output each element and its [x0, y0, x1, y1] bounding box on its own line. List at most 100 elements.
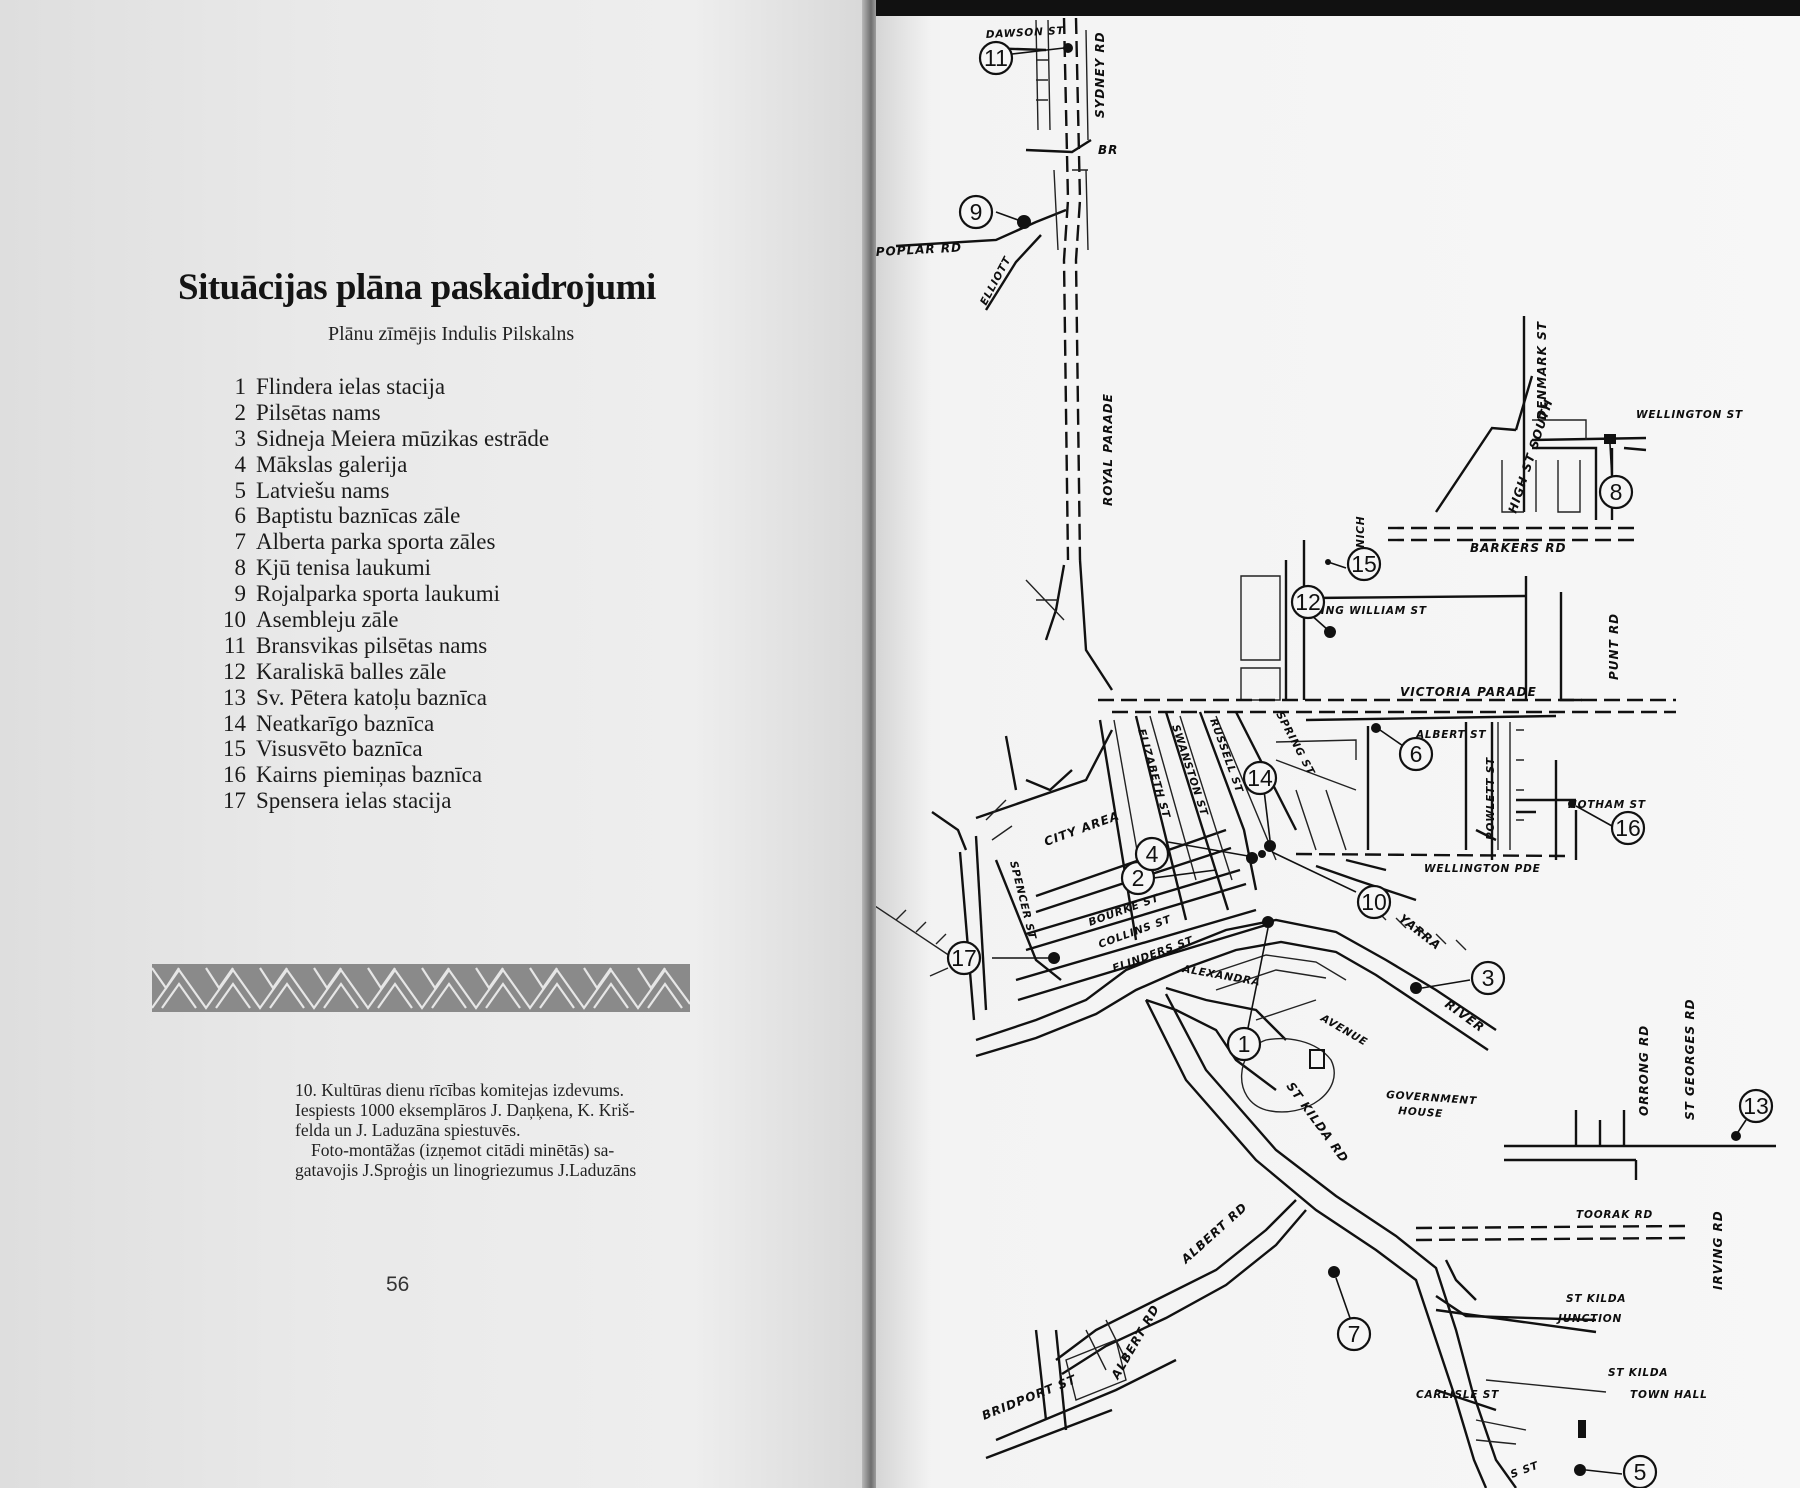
linocut-ornament: [152, 964, 690, 1012]
label-royal-parade: ROYAL PARADE: [1101, 393, 1115, 506]
marker-3: 3: [1470, 960, 1506, 996]
svg-text:4: 4: [1146, 841, 1159, 867]
label-orrong-rd: ORRONG RD: [1637, 1025, 1651, 1116]
marker-16: 16: [1610, 810, 1646, 846]
colophon-line: felda un J. Laduzāna spiestuvēs.: [295, 1120, 521, 1140]
railway-spencer: [876, 905, 957, 977]
label-poplar-rd: POPLAR RD: [876, 240, 962, 258]
left-page: Situācijas plāna paskaidrojumi Plānu zīm…: [0, 0, 866, 1488]
svg-text:9: 9: [970, 199, 983, 225]
svg-text:17: 17: [951, 945, 977, 971]
label-irving-rd: IRVING RD: [1711, 1210, 1725, 1290]
label-nicholson: NICH: [1355, 516, 1367, 548]
svg-text:3: 3: [1482, 965, 1495, 991]
label-alexandra: ALEXANDRA: [1180, 963, 1261, 989]
label-carlisle-st: CARLISLE ST: [1416, 1389, 1499, 1401]
label-st-kilda-junction-2: JUNCTION: [1556, 1313, 1622, 1325]
road-albert-bridport: [985, 1199, 1307, 1460]
svg-text:10: 10: [1361, 889, 1387, 915]
marker-13: 13: [1738, 1088, 1774, 1124]
marker-11: 11: [978, 40, 1014, 76]
label-hotham-st: HOTHAM ST: [1568, 799, 1646, 811]
road-st-kilda: [1144, 993, 1517, 1488]
svg-text:16: 16: [1615, 815, 1641, 841]
label-sydney-rd: SYDNEY RD: [1093, 31, 1107, 118]
book-gutter: [862, 0, 880, 1488]
svg-text:8: 8: [1610, 479, 1623, 505]
label-wellington-pde: WELLINGTON PDE: [1424, 863, 1541, 875]
svg-text:12: 12: [1295, 589, 1321, 615]
marker-1: 1: [1226, 1026, 1262, 1062]
label-dawson-st: DAWSON ST: [986, 25, 1065, 41]
svg-text:14: 14: [1247, 765, 1273, 791]
label-powlett-st: POWLETT ST: [1485, 757, 1497, 840]
colophon-line: Foto-montāžas (izņemot citādi minētās) s…: [311, 1140, 615, 1160]
label-swanston-st: SWANSTON ST: [1169, 723, 1210, 817]
colophon-line: 10. Kultūras dienu rīcības komitejas izd…: [295, 1080, 625, 1100]
page-top-shadow: [876, 0, 1800, 16]
marker-12: 12: [1290, 584, 1326, 620]
label-br: BR: [1098, 143, 1118, 157]
label-albert-rd-upper: ALBERT RD: [1178, 1200, 1250, 1267]
marker-4: 4: [1134, 836, 1170, 872]
svg-text:2: 2: [1132, 865, 1145, 891]
label-wellington-st: WELLINGTON ST: [1636, 409, 1743, 421]
label-albert-st: ALBERT ST: [1415, 729, 1486, 741]
marker-5: 5: [1622, 1454, 1658, 1488]
svg-text:1: 1: [1238, 1031, 1251, 1057]
label-victoria-parade: VICTORIA PARADE: [1400, 685, 1537, 699]
colophon-line: Iespiests 1000 eksemplāros J. Daņķena, K…: [295, 1100, 635, 1120]
road-labels: DAWSON ST SYDNEY RD BR POPLAR RD ELLIOTT…: [876, 25, 1743, 1481]
right-page: DAWSON ST SYDNEY RD BR POPLAR RD ELLIOTT…: [876, 0, 1800, 1488]
marker-9: 9: [958, 194, 994, 230]
kings-domain-roads: [1145, 986, 1335, 1113]
marker-15: 15: [1346, 546, 1382, 582]
svg-text:13: 13: [1743, 1093, 1769, 1119]
label-yarra: YARRA: [1396, 911, 1444, 953]
label-st-kilda-rd: ST KILDA RD: [1284, 1080, 1352, 1166]
label-punt-rd: PUNT RD: [1607, 613, 1621, 680]
page-number: 56: [386, 1273, 410, 1296]
label-denmark-st: DENMARK ST: [1535, 321, 1549, 420]
label-toorak-rd: TOORAK RD: [1576, 1209, 1653, 1221]
marker-17: 17: [946, 940, 982, 976]
marker-7: 7: [1336, 1316, 1372, 1352]
melbourne-situation-map: DAWSON ST SYDNEY RD BR POPLAR RD ELLIOTT…: [876, 17, 1776, 1488]
label-king-william-st: KING WILLIAM ST: [1312, 605, 1427, 617]
page-title: Situācijas plāna paskaidrojumi: [178, 267, 656, 308]
marker-14: 14: [1242, 760, 1278, 796]
label-st-kilda-junction-1: ST KILDA: [1566, 1293, 1626, 1305]
svg-text:7: 7: [1348, 1321, 1361, 1347]
label-barkers-rd: BARKERS RD: [1470, 541, 1566, 555]
svg-text:5: 5: [1634, 1459, 1647, 1485]
road-victoria-parade: [1098, 698, 1676, 714]
colophon: 10. Kultūras dienu rīcības komitejas izd…: [295, 1080, 755, 1180]
marker-8: 8: [1598, 474, 1634, 510]
svg-text:6: 6: [1410, 741, 1423, 767]
road-south-east: [1415, 1110, 1776, 1445]
road-fitzroy-grid: [1240, 540, 1582, 702]
label-st-georges-rd: ST GEORGES RD: [1683, 998, 1697, 1120]
label-avenue: AVENUE: [1318, 1012, 1370, 1049]
label-st-kilda-town-hall-2: TOWN HALL: [1630, 1389, 1708, 1401]
map-author-credit: Plānu zīmējis Indulis Pilskalns: [328, 323, 575, 345]
label-elliott: ELLIOTT: [978, 254, 1014, 307]
